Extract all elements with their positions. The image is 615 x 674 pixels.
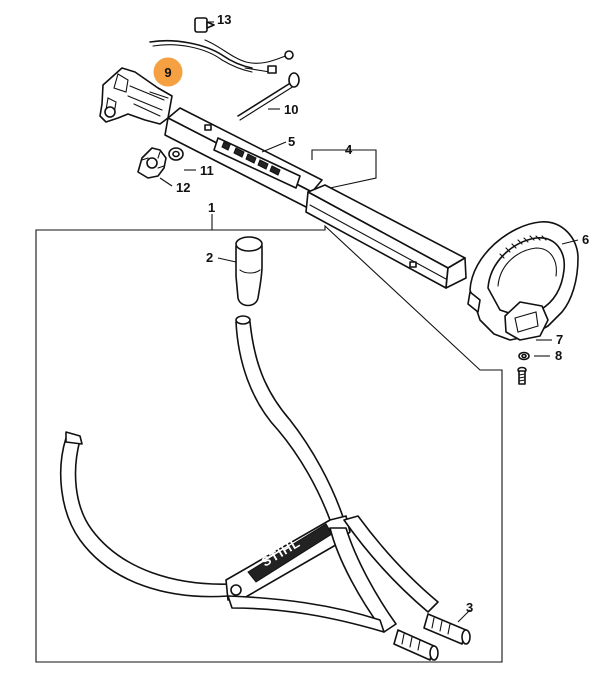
highlight-circle[interactable] xyxy=(152,56,184,88)
part-10-bolt xyxy=(237,72,300,121)
part-13-cable xyxy=(149,17,294,74)
part-12-knob xyxy=(137,147,167,179)
part-11-washer xyxy=(168,147,184,161)
callout-6: 6 xyxy=(582,232,589,247)
part-9-handle-housing[interactable] xyxy=(99,67,173,125)
callout-12: 12 xyxy=(176,180,190,195)
leader-lines xyxy=(159,21,579,623)
callout-13: 13 xyxy=(217,12,231,27)
callout-1: 1 xyxy=(208,200,215,215)
callout-8: 8 xyxy=(555,348,562,363)
callout-10: 10 xyxy=(284,102,298,117)
part-5-decal xyxy=(213,137,301,189)
highlight-marker-9[interactable]: 9 xyxy=(152,56,184,88)
part-8-screw xyxy=(517,366,527,385)
callout-5: 5 xyxy=(288,134,295,149)
part-2-grip xyxy=(235,236,263,307)
part-6-barrier-guard xyxy=(467,221,579,341)
callout-4: 4 xyxy=(345,142,353,157)
part-1-handle-frame: STIHL xyxy=(59,315,439,633)
callout-labels: 13 10 4 5 11 12 1 2 6 7 8 3 xyxy=(176,12,589,615)
callout-7: 7 xyxy=(556,332,563,347)
callout-11: 11 xyxy=(200,163,214,178)
assembly-1-frame xyxy=(35,224,503,663)
part-3-end-caps xyxy=(393,613,471,661)
callout-2: 2 xyxy=(206,250,213,265)
callout-3: 3 xyxy=(466,600,473,615)
part-7-washer xyxy=(518,351,530,361)
callout-9[interactable]: 9 xyxy=(164,65,171,80)
